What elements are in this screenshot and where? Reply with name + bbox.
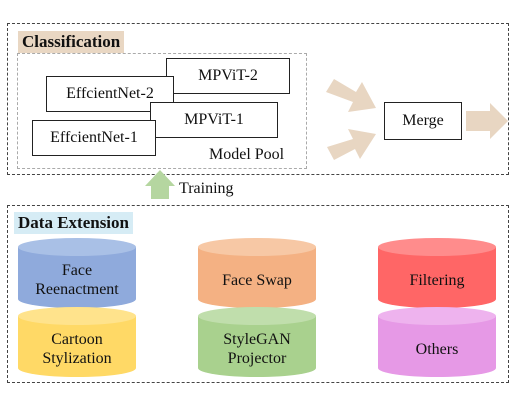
cylinder-filtering: Filtering: [378, 238, 496, 308]
training-label: Training: [179, 180, 234, 197]
classification-title: Classification: [18, 31, 125, 53]
cylinder-label: Face Swap: [222, 271, 292, 289]
cylinder-label: Filtering: [409, 271, 465, 289]
model-pool: [17, 53, 307, 169]
cylinder-face-swap: Face Swap: [198, 238, 316, 308]
model-effcientnet-1: EffcientNet-1: [32, 120, 156, 156]
arrow-lower-to-merge: [327, 129, 376, 160]
data-extension-section: [7, 205, 509, 383]
arrow-upper-to-merge: [326, 79, 376, 112]
cylinder-label: Others: [415, 340, 459, 358]
training-arrow: [145, 170, 175, 199]
data-extension-title: Data Extension: [14, 212, 133, 234]
arrow-output: [466, 103, 508, 139]
model-mpvit-1: MPViT-1: [150, 102, 278, 138]
merge-box: Merge: [384, 102, 462, 140]
model-pool-label: Model Pool: [209, 146, 285, 163]
cylinder-others: Others: [378, 307, 496, 377]
classification-section: [7, 23, 509, 175]
